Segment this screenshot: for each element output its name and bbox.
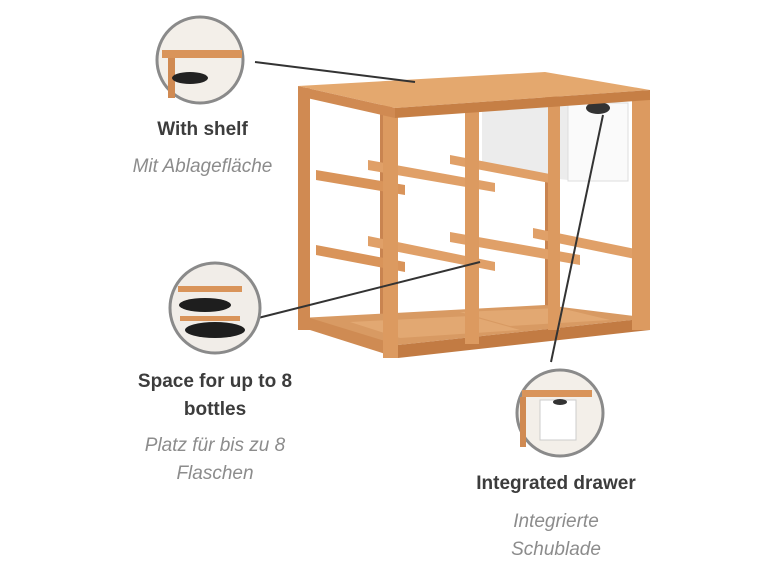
shelf-detail-circle (155, 15, 245, 105)
bottles-title-line1: Space for up to 8 (137, 371, 293, 392)
drawer-subtitle-line2: Schublade (511, 539, 601, 560)
bottles-subtitle-line2: Flaschen (176, 463, 254, 484)
bottles-callout-line (257, 261, 481, 319)
bottles-detail-circle (168, 261, 262, 355)
drawer-subtitle-line1: Integrierte (513, 511, 599, 532)
wine-rack (298, 72, 650, 358)
bottles-subtitle-line1: Platz für bis zu 8 (144, 435, 286, 456)
shelf-title: With shelf (157, 119, 248, 140)
drawer-title: Integrated drawer (476, 473, 636, 494)
drawer-detail-circle (515, 368, 605, 458)
bottles-title-line2: bottles (183, 399, 247, 420)
drawer-callout-line (550, 114, 604, 363)
shelf-callout-line (254, 61, 416, 83)
shelf-subtitle: Mit Ablagefläche (132, 156, 273, 177)
